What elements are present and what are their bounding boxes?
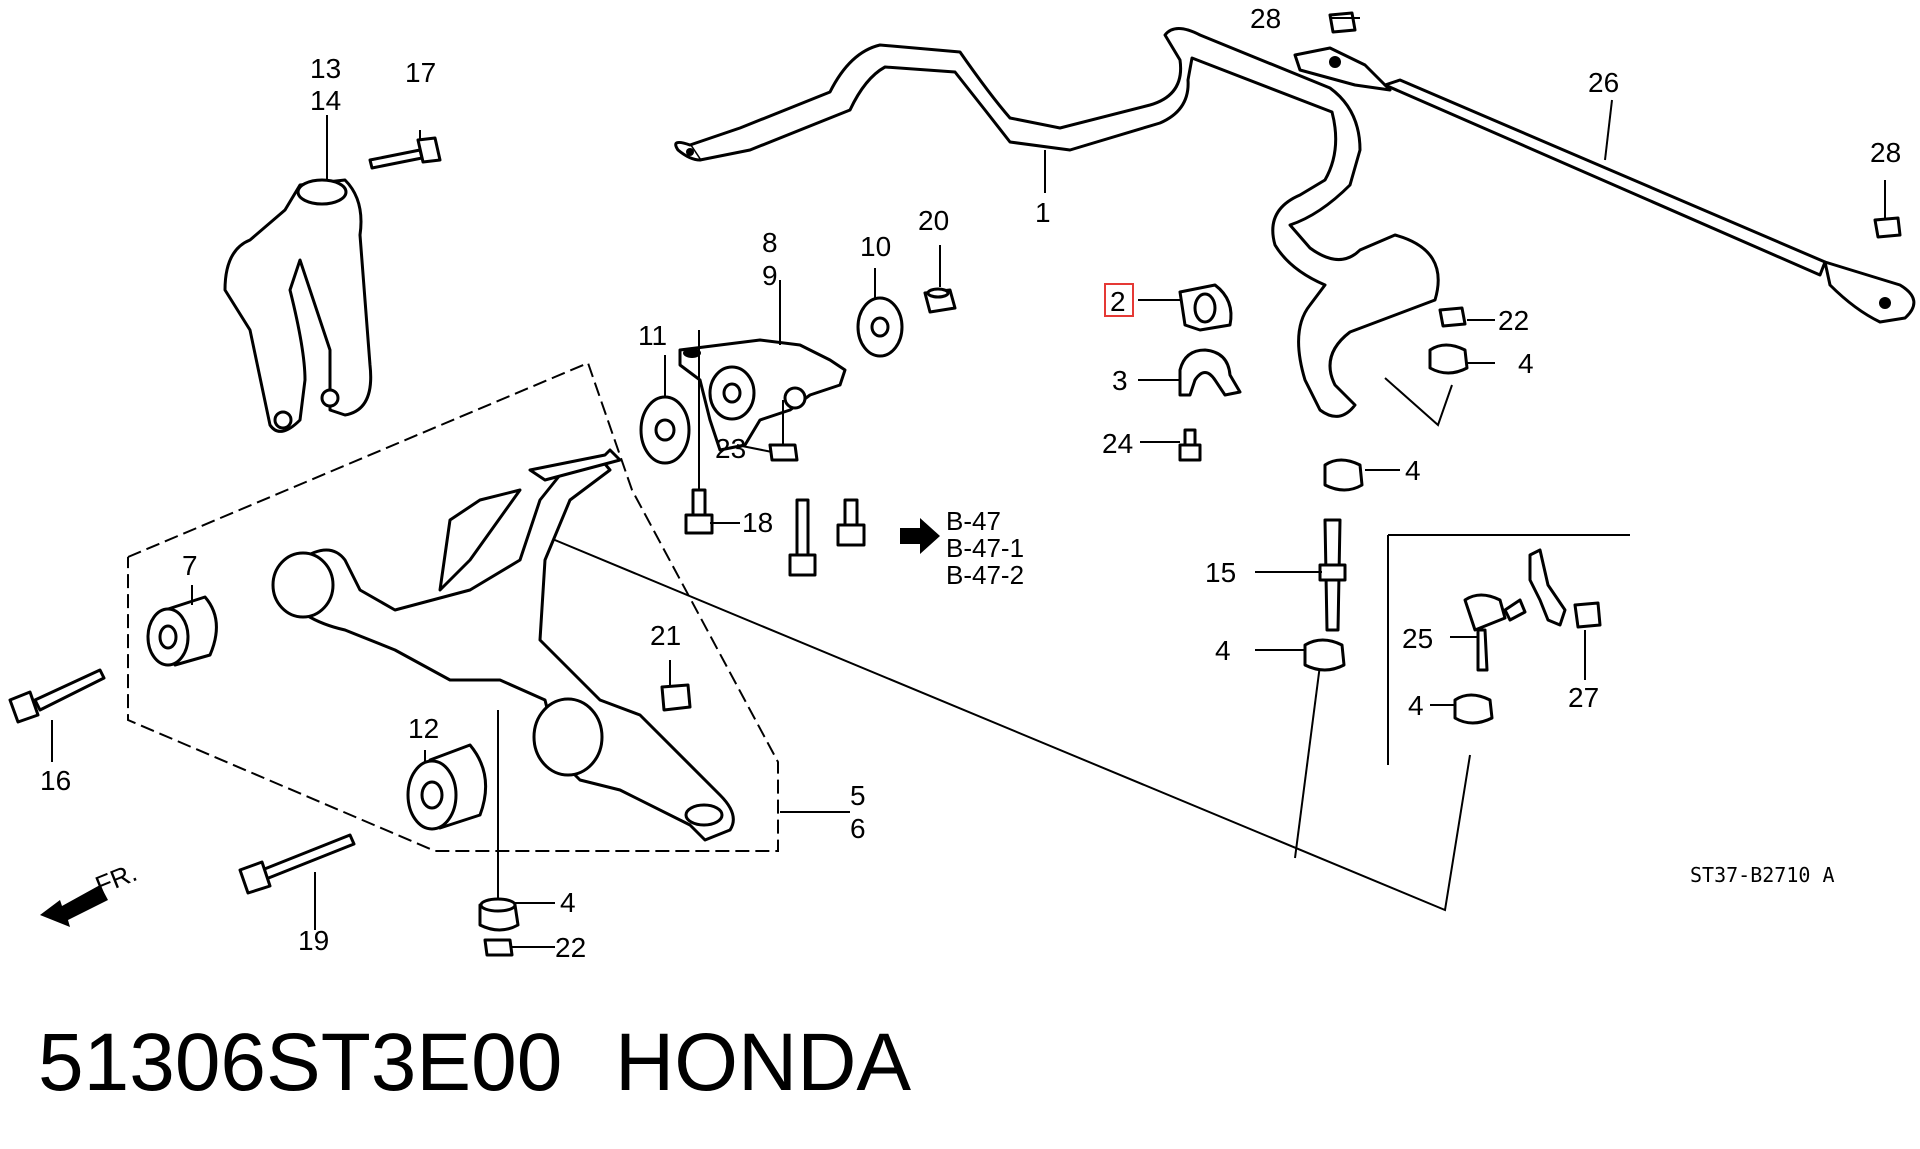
nut-23 [768,400,799,462]
callout-11: 11 [638,320,667,351]
brand-name: HONDA [615,1017,911,1108]
ref-b47: B-47 [946,506,1001,536]
stabilizer-link-bar [1293,46,1916,324]
callout-17: 17 [405,57,436,88]
callout-8: 8 [762,227,778,258]
highlight-box-callout-2 [1104,283,1134,317]
nut-21 [660,683,692,712]
knuckle-fork [223,178,373,433]
arrow-references: B-47 B-47-1 B-47-2 [946,506,1024,590]
diagram-reference-code: ST37-B2710 A [1690,863,1835,887]
stabilizer-link-15 [1318,518,1347,632]
assembly-frames [127,361,1630,912]
bolt-16 [8,668,106,724]
nut-28-right [1873,216,1902,239]
callout-24: 24 [1102,428,1133,459]
stabilizer-bushing-2 [1178,283,1233,332]
bushing-11 [639,395,691,465]
bracket-inset [1528,548,1567,627]
lower-arm [271,448,735,842]
ref-b47-2: B-47-2 [946,560,1024,590]
front-direction-arrow: FR. [40,857,141,927]
nut-4-right [1428,343,1469,375]
callout-4-inset: 4 [1408,690,1424,721]
nut-4-arm [478,897,520,932]
bolt-b47-long [788,498,817,577]
nut-20 [923,287,957,314]
callout-3: 3 [1112,365,1128,396]
bolt-19 [238,833,356,895]
bushing-bracket [678,338,847,452]
nut-4-upper [1323,458,1364,492]
callout-28-right: 28 [1870,137,1901,168]
bushing-10 [856,296,904,358]
callout-21: 21 [650,620,681,651]
nut-22-arm [483,938,514,957]
callout-16: 16 [40,765,71,796]
callout-1: 1 [1035,197,1051,228]
part-number: 51306ST3E00 [38,1017,562,1108]
nut-4-inset [1453,693,1494,725]
callout-9: 9 [762,260,778,291]
callout-2: 2 [1110,286,1126,317]
callout-19: 19 [298,925,329,956]
callout-20: 20 [918,205,949,236]
nut-28-top [1328,11,1357,34]
nut-27 [1573,601,1602,629]
stabilizer-holder-3 [1178,348,1242,397]
callout-leaders [51,17,1886,948]
arrow-icon [900,518,940,554]
callout-18: 18 [742,507,773,538]
callout-4-upper: 4 [1405,455,1421,486]
callout-4-arm: 4 [560,887,576,918]
callout-22-arm: 22 [555,932,586,963]
ref-b47-1: B-47-1 [946,533,1024,563]
callout-labels: 1 2 3 24 22 4 4 15 4 25 4 27 28 28 26 8 … [40,3,1901,963]
callout-26: 26 [1588,67,1619,98]
bolt-b47-short [836,498,866,547]
callout-15: 15 [1205,557,1236,588]
callout-5: 5 [850,780,866,811]
bushing-12 [406,743,488,831]
bushing-7 [146,595,218,667]
callout-13: 13 [310,53,341,84]
link-25 [1463,593,1527,672]
bolt-18 [684,330,714,535]
callout-14: 14 [310,85,341,116]
callout-4-right: 4 [1518,348,1534,379]
callout-4-middle: 4 [1215,635,1231,666]
callout-12: 12 [408,713,439,744]
bolt-17 [368,136,442,170]
bolt-24 [1178,428,1202,462]
stabilizer-bar [674,27,1440,418]
nut-22-right [1438,306,1467,328]
callout-27: 27 [1568,682,1599,713]
callout-10: 10 [860,231,891,262]
callout-6: 6 [850,813,866,844]
callout-25: 25 [1402,623,1433,654]
callout-23: 23 [715,433,746,464]
callout-28-top: 28 [1250,3,1281,34]
nut-4-middle [1303,638,1346,672]
callout-7: 7 [182,550,198,581]
callout-22-right: 22 [1498,305,1529,336]
